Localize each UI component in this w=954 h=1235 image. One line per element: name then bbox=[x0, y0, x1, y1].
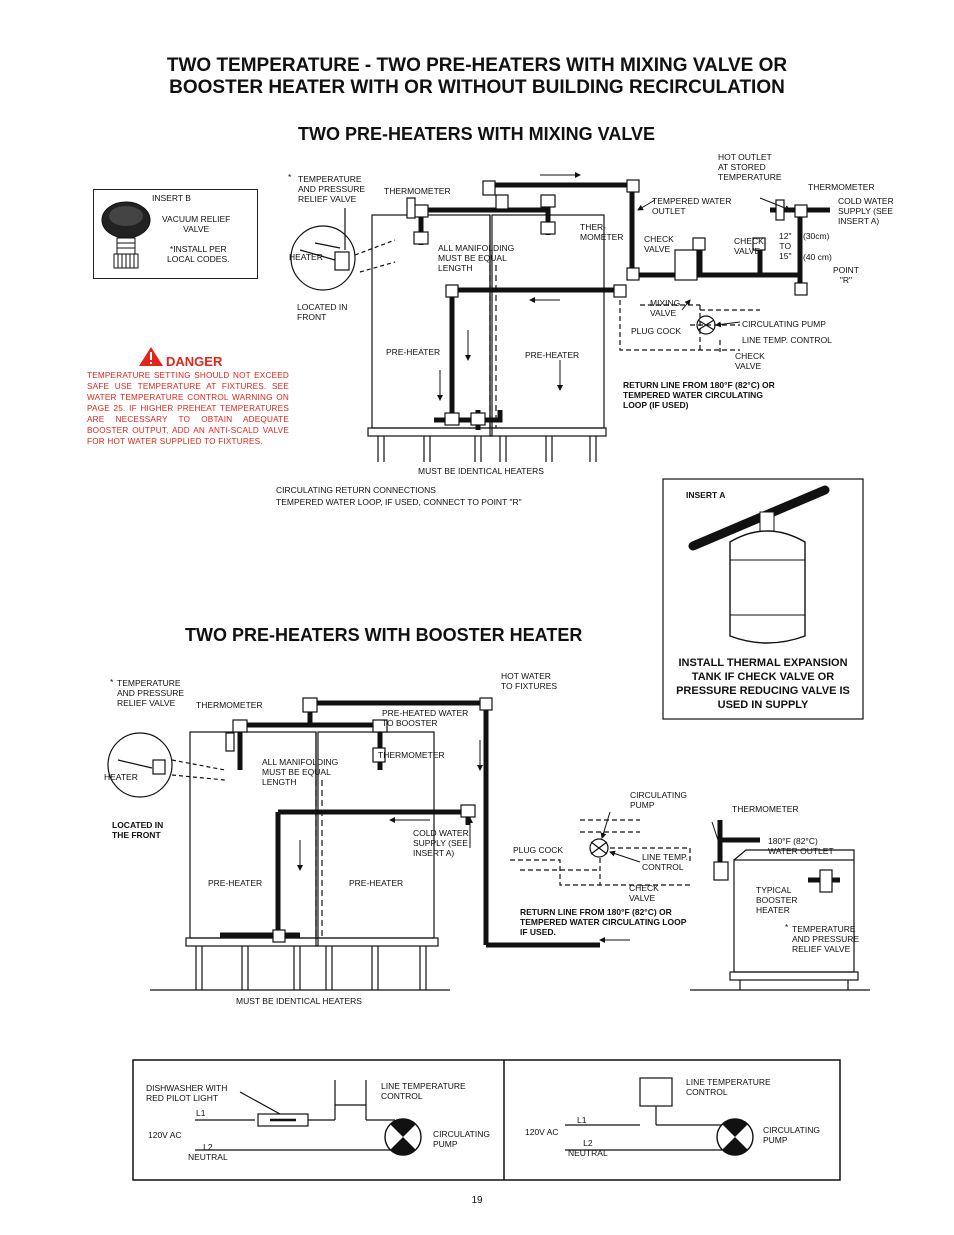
wiring-left-line-temp: LINE TEMPERATURE CONTROL bbox=[381, 1081, 466, 1101]
label-b-thermometer-right: THERMOMETER bbox=[732, 804, 799, 814]
label-b-typical-booster: TYPICAL BOOSTER HEATER bbox=[756, 885, 798, 915]
label-manifolding: ALL MANIFOLDING MUST BE EQUAL LENGTH bbox=[438, 243, 515, 273]
label-b-preheater-2: PRE-HEATER bbox=[349, 878, 404, 888]
wiring-left-l2: L2 NEUTRAL bbox=[188, 1142, 228, 1162]
label-circ-return: CIRCULATING RETURN CONNECTIONS TEMPERED … bbox=[276, 485, 522, 507]
danger-text: TEMPERATURE SETTING SHOULD NOT EXCEED SA… bbox=[87, 371, 289, 446]
label-check-valve-2: CHECK VALVE bbox=[734, 236, 764, 256]
label-b-tp-relief-right: TEMPERATURE AND PRESSURE RELIEF VALVE bbox=[792, 924, 860, 954]
label-tp-relief: TEMPERATURE AND PRESSURE RELIEF VALVE bbox=[298, 174, 366, 204]
label-b-return-line: RETURN LINE FROM 180°F (82°C) OR TEMPERE… bbox=[520, 907, 687, 937]
mixing-diagram bbox=[367, 214, 607, 462]
label-return-line: RETURN LINE FROM 180°F (82°C) OR TEMPERE… bbox=[623, 380, 775, 410]
wiring-left-120v: 120V AC bbox=[148, 1130, 182, 1140]
label-plug-cock: PLUG COCK bbox=[631, 326, 682, 336]
label-check-valve-1: CHECK VALVE bbox=[644, 234, 674, 254]
label-b-preheater-1: PRE-HEATER bbox=[208, 878, 263, 888]
label-b-check-valve: CHECK VALVE bbox=[629, 883, 659, 903]
label-b-tp-relief: TEMPERATURE AND PRESSURE RELIEF VALVE bbox=[117, 678, 185, 708]
label-preheater-2: PRE-HEATER bbox=[525, 350, 580, 360]
label-located-front: LOCATED IN FRONT bbox=[297, 302, 348, 322]
insert-a-graphic bbox=[662, 478, 864, 720]
label-thermometer-right: THERMOMETER bbox=[808, 182, 875, 192]
label-hot-outlet: HOT OUTLET AT STORED TEMPERATURE bbox=[718, 152, 782, 182]
wiring-left-pump: CIRCULATING PUMP bbox=[433, 1129, 490, 1149]
label-dim-range: 12" TO 15" bbox=[779, 231, 792, 261]
label-b-plug-cock: PLUG COCK bbox=[513, 845, 564, 855]
insert-a-title: INSERT A bbox=[686, 490, 726, 500]
pump-symbols bbox=[384, 1118, 754, 1156]
wiring-right-120v: 120V AC bbox=[525, 1127, 559, 1137]
label-preheater-1: PRE-HEATER bbox=[386, 347, 441, 357]
danger-icon bbox=[139, 347, 163, 366]
insert-b-title: INSERT B bbox=[152, 193, 191, 203]
label-dim-40: (40 cm) bbox=[803, 252, 832, 262]
label-b-located-front: LOCATED IN THE FRONT bbox=[112, 820, 164, 840]
page-number: 19 bbox=[471, 1195, 483, 1206]
label-asterisk-b: * bbox=[110, 677, 114, 687]
label-mixing-valve: MIXING VALVE bbox=[650, 298, 681, 318]
page-title-line1: TWO TEMPERATURE - TWO PRE-HEATERS WITH M… bbox=[166, 55, 788, 76]
label-dim-30: (30cm) bbox=[803, 231, 830, 241]
insert-b-graphic bbox=[101, 201, 151, 269]
label-line-temp: LINE TEMP. CONTROL bbox=[742, 335, 832, 345]
label-tempered-outlet: TEMPERED WATER OUTLET bbox=[652, 196, 732, 216]
wiring-diagrams bbox=[132, 1059, 841, 1181]
label-point-r: POINT "R" bbox=[833, 265, 859, 285]
label-b-preheated: PRE-HEATED WATER TO BOOSTER bbox=[382, 708, 469, 728]
wiring-right-l1: L1 bbox=[577, 1115, 587, 1125]
label-thermometer-left: THERMOMETER bbox=[384, 186, 451, 196]
booster-diagram bbox=[107, 731, 870, 991]
wiring-left-dishwasher: DISHWASHER WITH RED PILOT LIGHT bbox=[146, 1083, 228, 1103]
label-asterisk-b2: * bbox=[785, 922, 789, 932]
label-identical: MUST BE IDENTICAL HEATERS bbox=[418, 466, 544, 476]
booster-heading: TWO PRE-HEATERS WITH BOOSTER HEATER bbox=[185, 625, 583, 645]
danger-title: DANGER bbox=[166, 354, 223, 369]
page-title-line2: BOOSTER HEATER WITH OR WITHOUT BUILDING … bbox=[169, 77, 785, 98]
label-check-valve-3: CHECK VALVE bbox=[735, 351, 765, 371]
label-cold-supply: COLD WATER SUPPLY (SEE INSERT A) bbox=[838, 196, 894, 226]
label-b-circ-pump: CIRCULATING PUMP bbox=[630, 790, 687, 810]
label-thermometer-mid: THER- MOMETER bbox=[580, 222, 624, 242]
label-heater: HEATER bbox=[289, 252, 323, 262]
label-b-line-temp: LINE TEMP. CONTROL bbox=[642, 852, 688, 872]
mixing-heading: TWO PRE-HEATERS WITH MIXING VALVE bbox=[298, 124, 655, 144]
label-b-heater: HEATER bbox=[104, 772, 138, 782]
label-asterisk: * bbox=[288, 172, 292, 182]
label-b-thermometer-mid: THERMOMETER bbox=[378, 750, 445, 760]
wiring-right-l2: L2 NEUTRAL bbox=[568, 1138, 608, 1158]
label-b-outlet-180: 180°F (82°C) WATER OUTLET bbox=[768, 836, 834, 856]
label-b-cold-supply: COLD WATER SUPPLY (SEE INSERT A) bbox=[413, 828, 469, 858]
insert-a-caption: INSTALL THERMAL EXPANSION TANK IF CHECK … bbox=[676, 657, 850, 711]
wiring-right-line-temp: LINE TEMPERATURE CONTROL bbox=[686, 1077, 771, 1097]
insert-b-box bbox=[93, 189, 258, 279]
label-b-hot-fixtures: HOT WATER TO FIXTURES bbox=[501, 671, 558, 691]
wiring-left-l1: L1 bbox=[196, 1108, 206, 1118]
wiring-right-pump: CIRCULATING PUMP bbox=[763, 1125, 820, 1145]
label-b-thermometer-left: THERMOMETER bbox=[196, 700, 263, 710]
label-circ-pump: CIRCULATING PUMP bbox=[742, 319, 826, 329]
insert-b-valve-label: VACUUM RELIEF VALVE bbox=[162, 214, 231, 234]
label-b-identical: MUST BE IDENTICAL HEATERS bbox=[236, 996, 362, 1006]
insert-b-note: *INSTALL PER LOCAL CODES. bbox=[167, 244, 230, 264]
label-b-manifolding: ALL MANIFOLDING MUST BE EQUAL LENGTH bbox=[262, 757, 339, 787]
